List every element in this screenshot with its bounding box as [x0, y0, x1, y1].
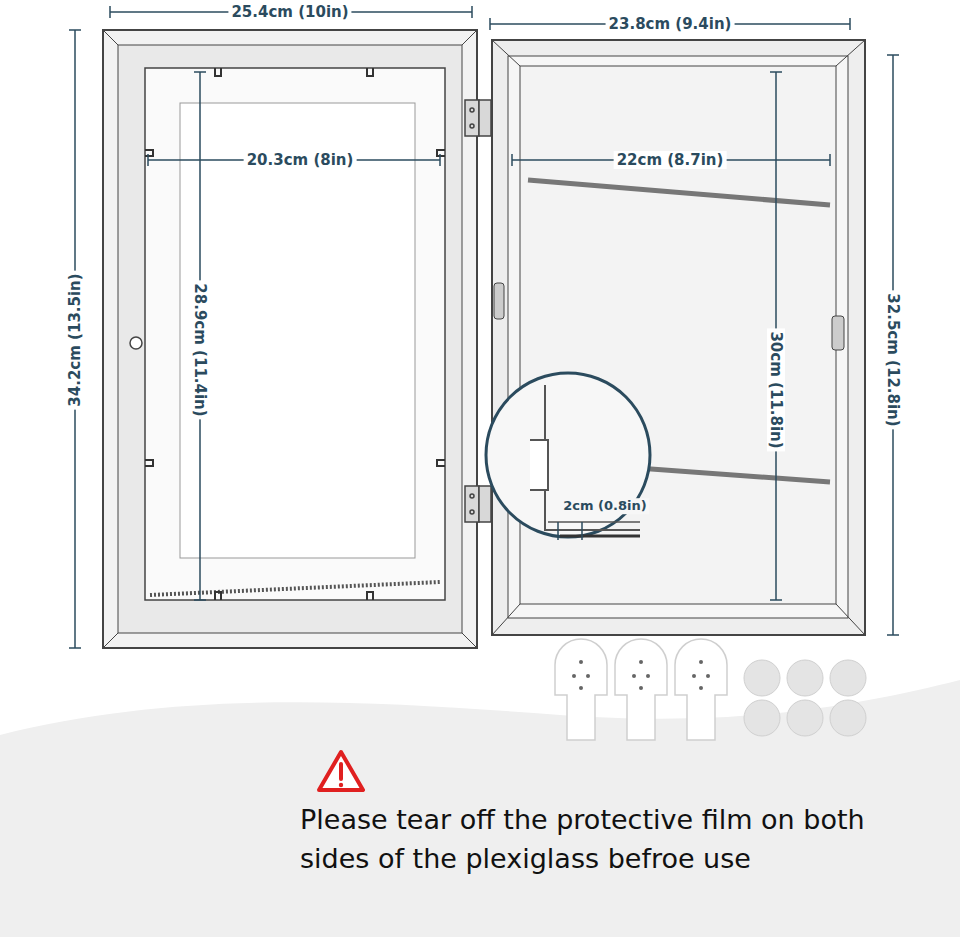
dimension-label: 28.9cm (11.4in)	[191, 280, 209, 419]
dimension-label: 34.2cm (13.5in)	[66, 270, 84, 409]
back-box	[492, 40, 865, 635]
hook-pin	[572, 660, 710, 690]
dimension-label: 23.8cm (9.4in)	[606, 15, 735, 33]
dimension-label: 22cm (8.7in)	[614, 151, 727, 169]
background-wave	[0, 680, 960, 937]
dimension-label: 20.3cm (8in)	[244, 151, 357, 169]
detail-callout	[486, 373, 650, 537]
dimension-label: 32.5cm (12.8in)	[884, 290, 902, 429]
warning-icon	[319, 752, 363, 790]
front-frame	[103, 30, 477, 648]
dimension-line	[69, 6, 899, 648]
felt-pad	[744, 660, 866, 736]
dimension-label: 2cm (0.8in)	[560, 498, 649, 514]
dimension-label: 25.4cm (10in)	[228, 3, 351, 21]
warning-note: Please tear off the protective film on b…	[300, 800, 940, 878]
mounting-hook	[555, 639, 727, 740]
dimension-label: 30cm (11.8in)	[767, 328, 785, 451]
